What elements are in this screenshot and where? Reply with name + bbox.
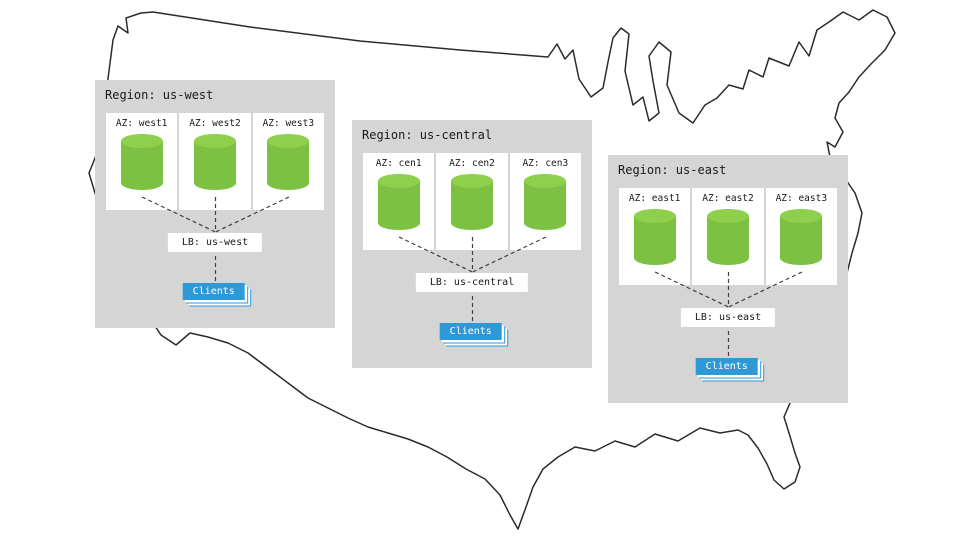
az-label: AZ: east2 [702,193,754,204]
database-cylinder-icon [706,209,749,265]
az-box-cen2: AZ: cen2 [436,153,508,250]
database-cylinder-icon [193,134,236,190]
database-cylinder-icon [120,134,163,190]
region-us-west: Region: us-west AZ: west1 AZ: west2 [95,80,335,328]
az-label: AZ: west3 [262,118,315,129]
load-balancer-us-central: LB: us-central [415,273,529,292]
database-cylinder-icon [450,174,493,230]
database-cylinder-icon [267,134,310,190]
region-us-central: Region: us-central AZ: cen1 AZ: cen2 [352,120,592,368]
az-box-east2: AZ: east2 [692,188,764,285]
az-label: AZ: west1 [115,118,168,129]
az-label: AZ: cen1 [375,158,422,169]
database-cylinder-icon [633,209,676,265]
database-cylinder-icon [524,174,567,230]
az-box-east1: AZ: east1 [619,188,691,285]
region-title: Region: us-west [105,88,214,102]
load-balancer-us-east: LB: us-east [680,308,776,327]
az-box-west2: AZ: west2 [179,113,251,210]
az-label: AZ: cen2 [449,158,495,169]
az-row: AZ: east1 AZ: east2 AZ: east3 [619,188,837,285]
az-row: AZ: cen1 AZ: cen2 AZ: cen3 [363,153,581,250]
az-label: AZ: west2 [189,118,241,129]
az-box-east3: AZ: east3 [765,188,837,285]
az-box-west1: AZ: west1 [106,113,178,210]
az-row: AZ: west1 AZ: west2 AZ: west3 [106,113,324,210]
az-box-west3: AZ: west3 [252,113,324,210]
region-title: Region: us-east [618,163,727,177]
region-title: Region: us-central [362,128,493,142]
clients-node-us-west: Clients [182,283,245,300]
az-label: AZ: east1 [628,193,681,204]
clients-node-us-central: Clients [439,323,502,340]
az-label: AZ: east3 [775,193,828,204]
clients-node-us-east: Clients [695,358,758,375]
az-box-cen1: AZ: cen1 [363,153,435,250]
az-label: AZ: cen3 [522,158,569,169]
database-cylinder-icon [377,174,420,230]
load-balancer-us-west: LB: us-west [167,233,263,252]
az-box-cen3: AZ: cen3 [509,153,581,250]
region-us-east: Region: us-east AZ: east1 AZ: east2 [608,155,848,403]
database-cylinder-icon [780,209,823,265]
